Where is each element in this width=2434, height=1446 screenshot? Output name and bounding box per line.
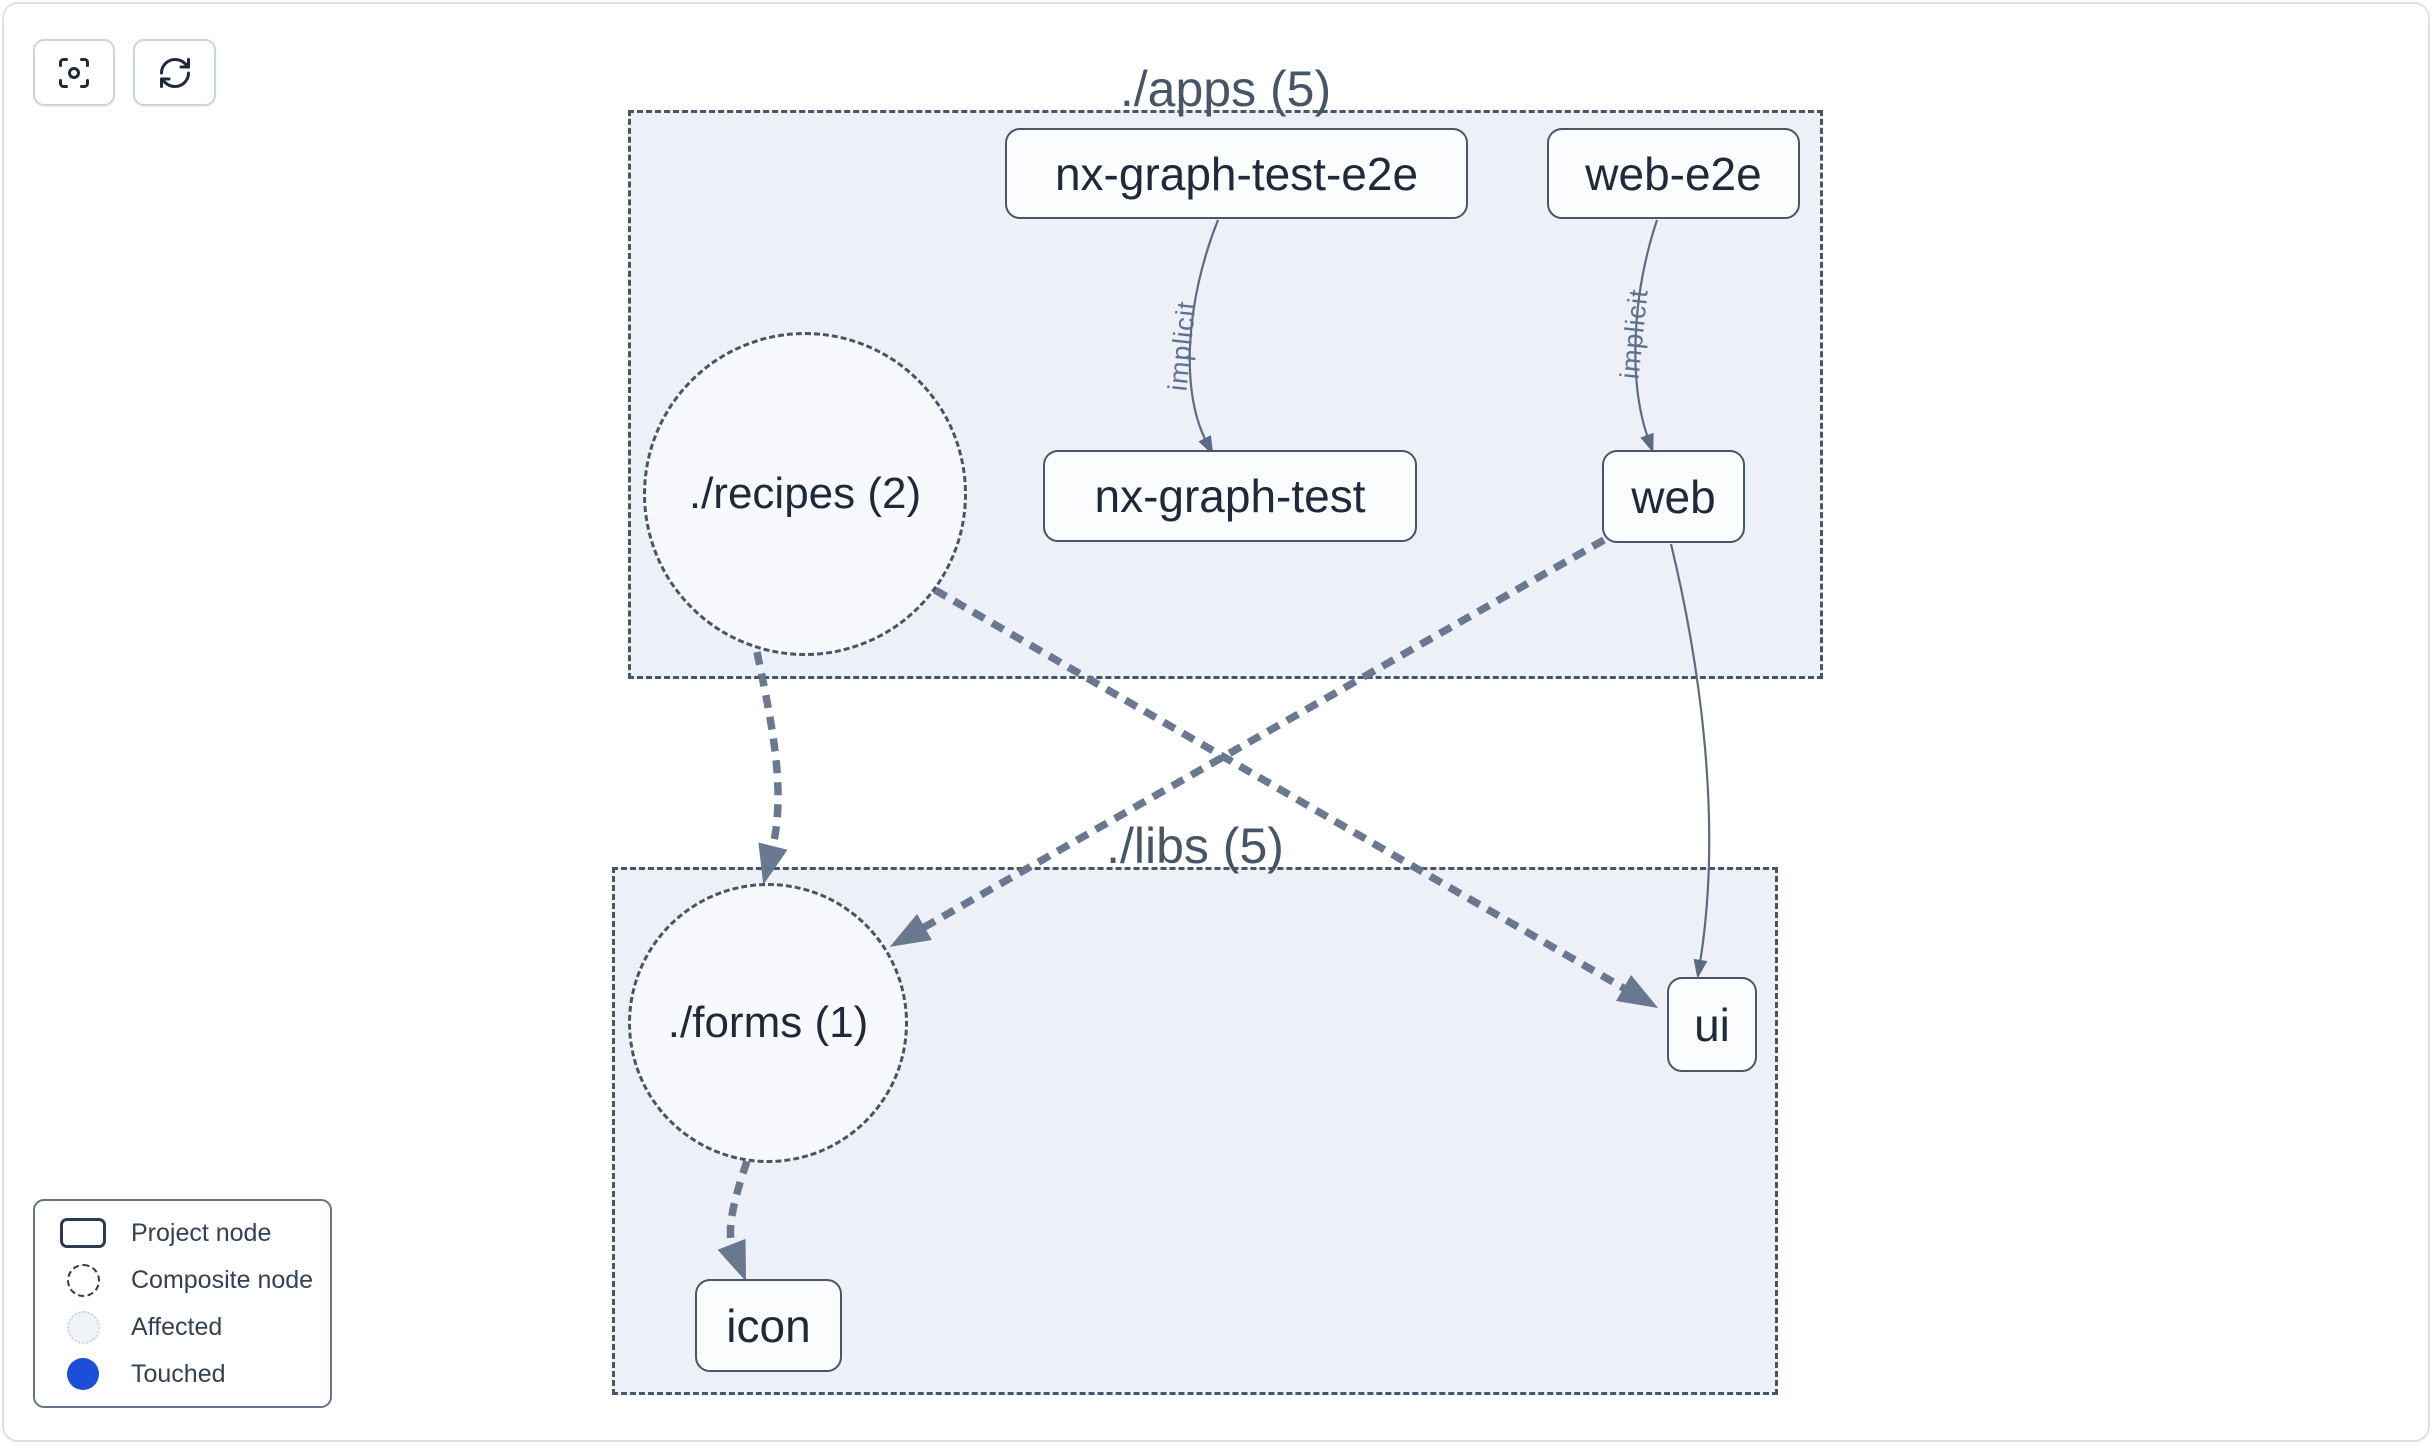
project-node-web-e2e[interactable]: web-e2e — [1547, 128, 1800, 219]
composite-node-forms-label: ./forms (1) — [667, 998, 869, 1047]
legend-label: Composite node — [131, 1265, 314, 1294]
edge-nx-graph-test-e2e-to-nx-graph-test[interactable] — [1188, 219, 1220, 456]
group-apps-label: ./apps (5) — [1119, 61, 1332, 117]
edge-web-e2e-to-web[interactable] — [1634, 219, 1659, 454]
composite-node-recipes[interactable]: ./recipes (2) — [643, 332, 967, 656]
edge-web-to-ui[interactable] — [1669, 543, 1711, 979]
edge-forms-to-icon[interactable] — [717, 1159, 751, 1282]
project-node-swatch — [60, 1218, 106, 1248]
project-node-label: web — [1631, 470, 1716, 523]
legend-row-touched: Touched — [35, 1351, 330, 1398]
legend-row-affected: Affected — [35, 1304, 330, 1351]
refresh-button[interactable] — [133, 39, 216, 106]
project-node-ui[interactable]: ui — [1667, 977, 1757, 1072]
edge-recipes-to-ui[interactable] — [933, 586, 1659, 1009]
project-node-nx-graph-test-e2e[interactable]: nx-graph-test-e2e — [1005, 128, 1468, 219]
project-node-label: nx-graph-test-e2e — [1054, 147, 1419, 200]
project-node-label: web-e2e — [1585, 147, 1762, 200]
composite-node-forms[interactable]: ./forms (1) — [628, 883, 908, 1163]
toolbar — [33, 39, 216, 106]
legend-row-composite-node: Composite node — [35, 1257, 330, 1304]
affected-swatch — [66, 1310, 100, 1344]
group-libs-label: ./libs (5) — [1106, 818, 1284, 874]
edge-web-to-forms[interactable] — [889, 536, 1606, 947]
project-node-label: ui — [1694, 998, 1730, 1051]
legend-label: Affected — [131, 1312, 223, 1341]
focus-button[interactable] — [33, 39, 115, 106]
edge-label-implicit: implicit — [1162, 299, 1201, 392]
edge-label-implicit: implicit — [1614, 287, 1653, 380]
project-node-icon[interactable]: icon — [695, 1279, 842, 1372]
legend-label: Touched — [131, 1359, 226, 1388]
legend-row-project-node: Project node — [35, 1210, 330, 1257]
composite-node-swatch — [66, 1263, 100, 1297]
project-node-label: nx-graph-test — [1094, 470, 1366, 522]
focus-icon — [56, 55, 92, 91]
touched-swatch — [67, 1358, 99, 1390]
edge-recipes-to-forms[interactable] — [753, 651, 788, 885]
legend-label: Project node — [131, 1218, 272, 1247]
refresh-icon — [157, 55, 193, 91]
project-node-web[interactable]: web — [1602, 450, 1745, 543]
project-node-nx-graph-test[interactable]: nx-graph-test — [1043, 450, 1417, 542]
project-node-label: icon — [726, 1299, 811, 1352]
composite-node-recipes-label: ./recipes (2) — [688, 469, 922, 518]
legend: Project node Composite node Affected Tou… — [33, 1199, 332, 1408]
